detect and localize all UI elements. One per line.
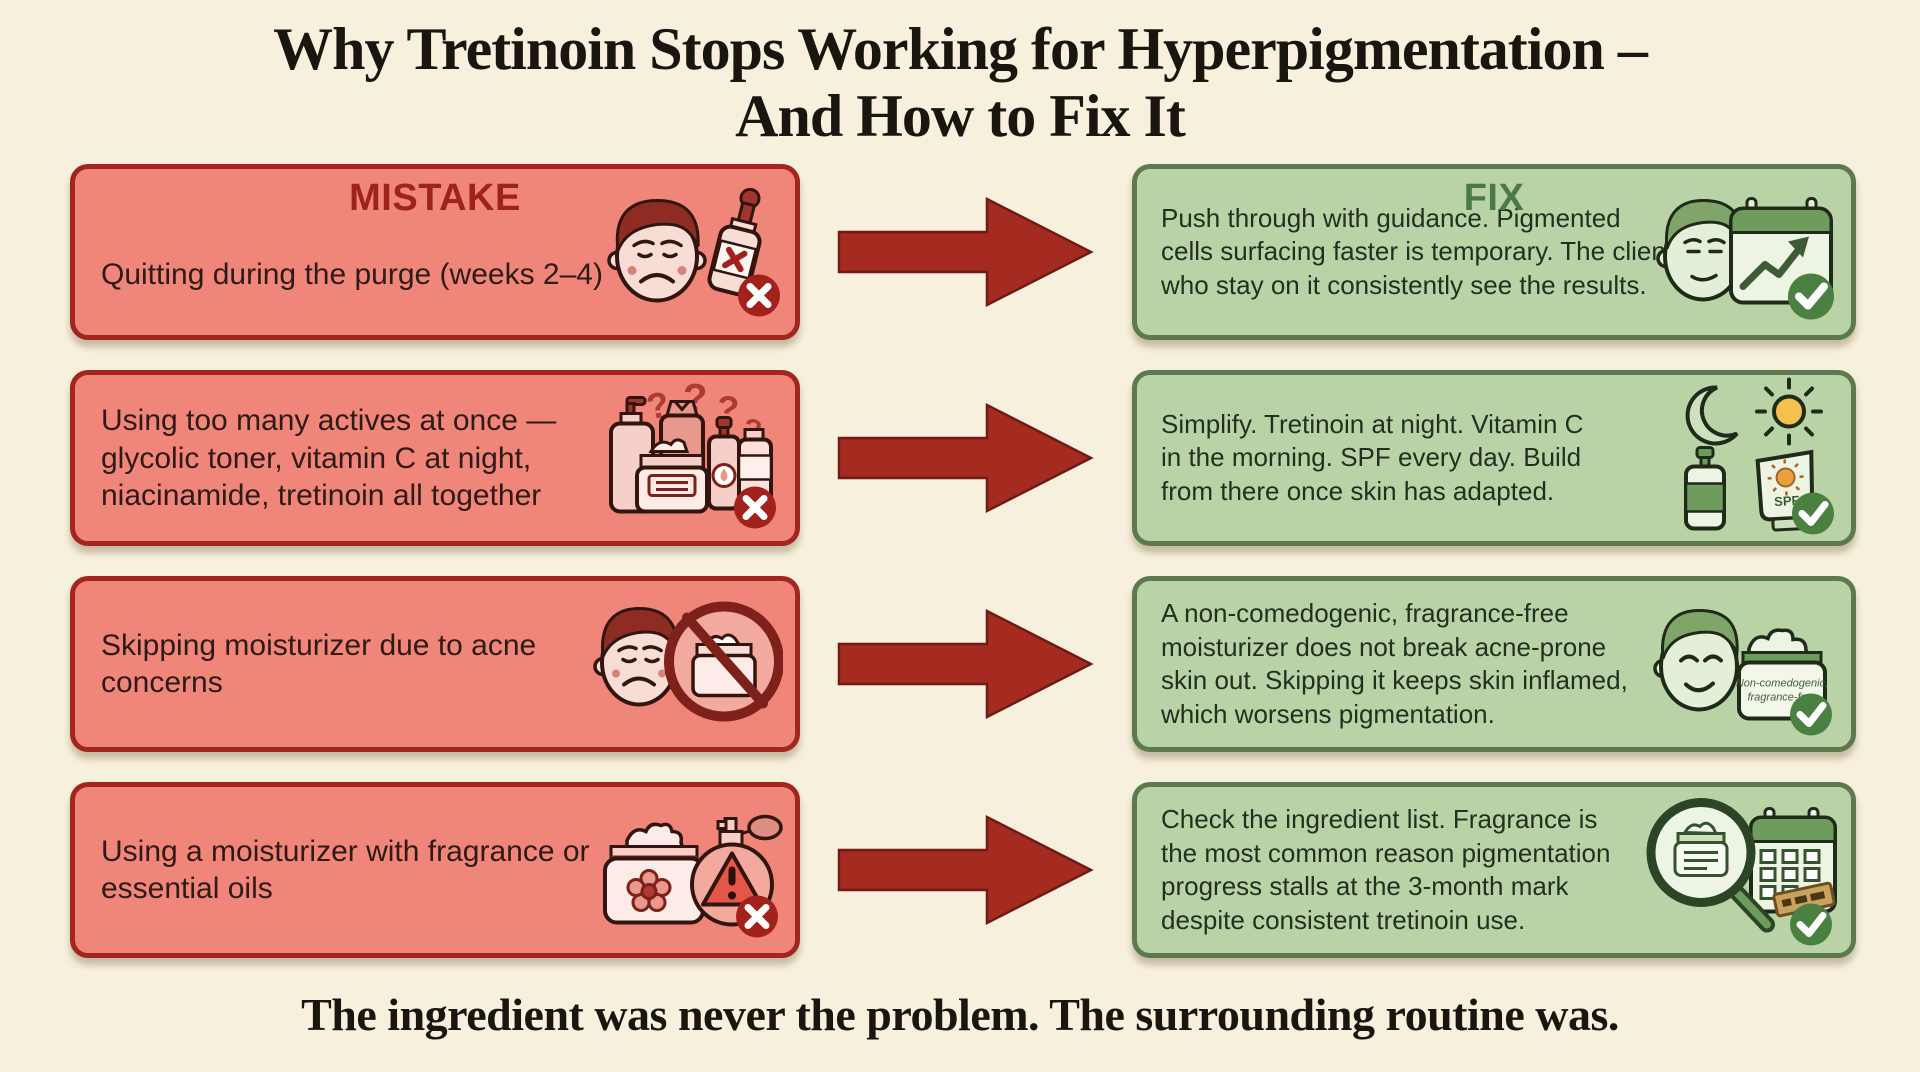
arrow-cell bbox=[800, 782, 1132, 958]
mistake-box-4: Using a moisturizer with fragrance or es… bbox=[70, 782, 800, 959]
mistake-header: MISTAKE bbox=[349, 177, 521, 220]
page-title: Why Tretinoin Stops Working for Hyperpig… bbox=[0, 0, 1920, 150]
calm-face-icon bbox=[1656, 199, 1743, 302]
page-title-line2: And How to Fix It bbox=[735, 83, 1186, 150]
check-badge-icon bbox=[1790, 693, 1832, 736]
arrow-cell bbox=[800, 164, 1132, 340]
fix-icons-1 bbox=[1655, 175, 1839, 330]
mistake-box-2: Using too many actives at once — glycoli… bbox=[70, 370, 800, 547]
comparison-rows: MISTAKE Quitting during the purge (weeks… bbox=[0, 164, 1920, 959]
page-title-line1: Why Tretinoin Stops Working for Hyperpig… bbox=[273, 16, 1648, 82]
mistake-box-3: Skipping moisturizer due to acne concern… bbox=[70, 576, 800, 753]
fix-header: FIX bbox=[1463, 177, 1525, 220]
check-badge-icon bbox=[1788, 273, 1834, 320]
mistake-text-2: Using too many actives at once — glycoli… bbox=[101, 404, 557, 513]
arrow-icon bbox=[837, 403, 1094, 514]
arrow-cell bbox=[800, 370, 1132, 546]
mistake-text-4: Using a moisturizer with fragrance or es… bbox=[101, 834, 590, 906]
footer-tagline: The ingredient was never the problem. Th… bbox=[301, 989, 1619, 1041]
fix-box-3: A non-comedogenic, fragrance-free moistu… bbox=[1132, 576, 1856, 753]
row-4: Using a moisturizer with fragrance or es… bbox=[70, 782, 1856, 959]
fix-icons-3: Non-comedogenic, fragrance-free bbox=[1653, 587, 1839, 742]
fix-box-1: FIX Push through with guidance. Pigmente… bbox=[1132, 164, 1856, 341]
dropper-bottle-x-icon bbox=[707, 188, 762, 297]
x-badge-icon bbox=[734, 486, 776, 529]
mistake-icons-2: ? ? ? ? bbox=[599, 377, 783, 537]
x-badge-icon bbox=[738, 274, 780, 317]
mistake-text-3: Skipping moisturizer due to acne concern… bbox=[101, 628, 537, 700]
row-3: Skipping moisturizer due to acne concern… bbox=[70, 576, 1856, 753]
fragrant-jar-icon bbox=[603, 823, 705, 925]
happy-face-icon bbox=[1653, 609, 1739, 712]
sad-face-icon bbox=[593, 607, 679, 707]
mistake-icons-1 bbox=[605, 179, 783, 326]
mistake-box-1: MISTAKE Quitting during the purge (weeks… bbox=[70, 164, 800, 341]
cream-jar-icon bbox=[635, 438, 709, 514]
check-badge-icon bbox=[1790, 903, 1832, 946]
fix-icons-4 bbox=[1643, 789, 1839, 952]
sad-face-icon bbox=[607, 199, 707, 303]
vitamin-c-dropper-icon bbox=[1684, 446, 1726, 531]
mistake-text-1: Quitting during the purge (weeks 2–4) bbox=[101, 257, 603, 291]
arrow-cell bbox=[800, 576, 1132, 752]
fix-icons-2: SPF bbox=[1659, 376, 1839, 541]
fix-text-2: Simplify. Tretinoin at night. Vitamin C … bbox=[1161, 408, 1584, 507]
svg-text:SPF: SPF bbox=[1774, 493, 1800, 509]
arrow-icon bbox=[837, 815, 1094, 926]
x-badge-icon bbox=[736, 895, 778, 938]
serum-bottle-icon bbox=[707, 416, 741, 511]
mistake-icons-3 bbox=[593, 591, 784, 738]
no-moisturizer-icon bbox=[664, 601, 784, 722]
row-1: MISTAKE Quitting during the purge (weeks… bbox=[70, 164, 1856, 341]
fix-text-1: Push through with guidance. Pigmented ce… bbox=[1161, 202, 1687, 301]
fix-box-2: Simplify. Tretinoin at night. Vitamin C … bbox=[1132, 370, 1856, 547]
small-bottle-icon bbox=[737, 428, 773, 504]
row-2: Using too many actives at once — glycoli… bbox=[70, 370, 1856, 547]
mistake-icons-4 bbox=[591, 797, 783, 944]
moon-icon bbox=[1685, 385, 1739, 446]
fix-text-3: A non-comedogenic, fragrance-free moistu… bbox=[1161, 597, 1628, 730]
arrow-icon bbox=[837, 609, 1094, 720]
fix-text-4: Check the ingredient list. Fragrance is … bbox=[1161, 803, 1611, 936]
svg-text:Non-comedogenic,: Non-comedogenic, bbox=[1736, 678, 1828, 690]
fix-box-4: Check the ingredient list. Fragrance is … bbox=[1132, 782, 1856, 959]
magnifier-ingredients-icon bbox=[1646, 798, 1775, 933]
check-badge-icon bbox=[1792, 492, 1834, 535]
arrow-icon bbox=[837, 197, 1094, 308]
sun-icon bbox=[1755, 377, 1823, 446]
